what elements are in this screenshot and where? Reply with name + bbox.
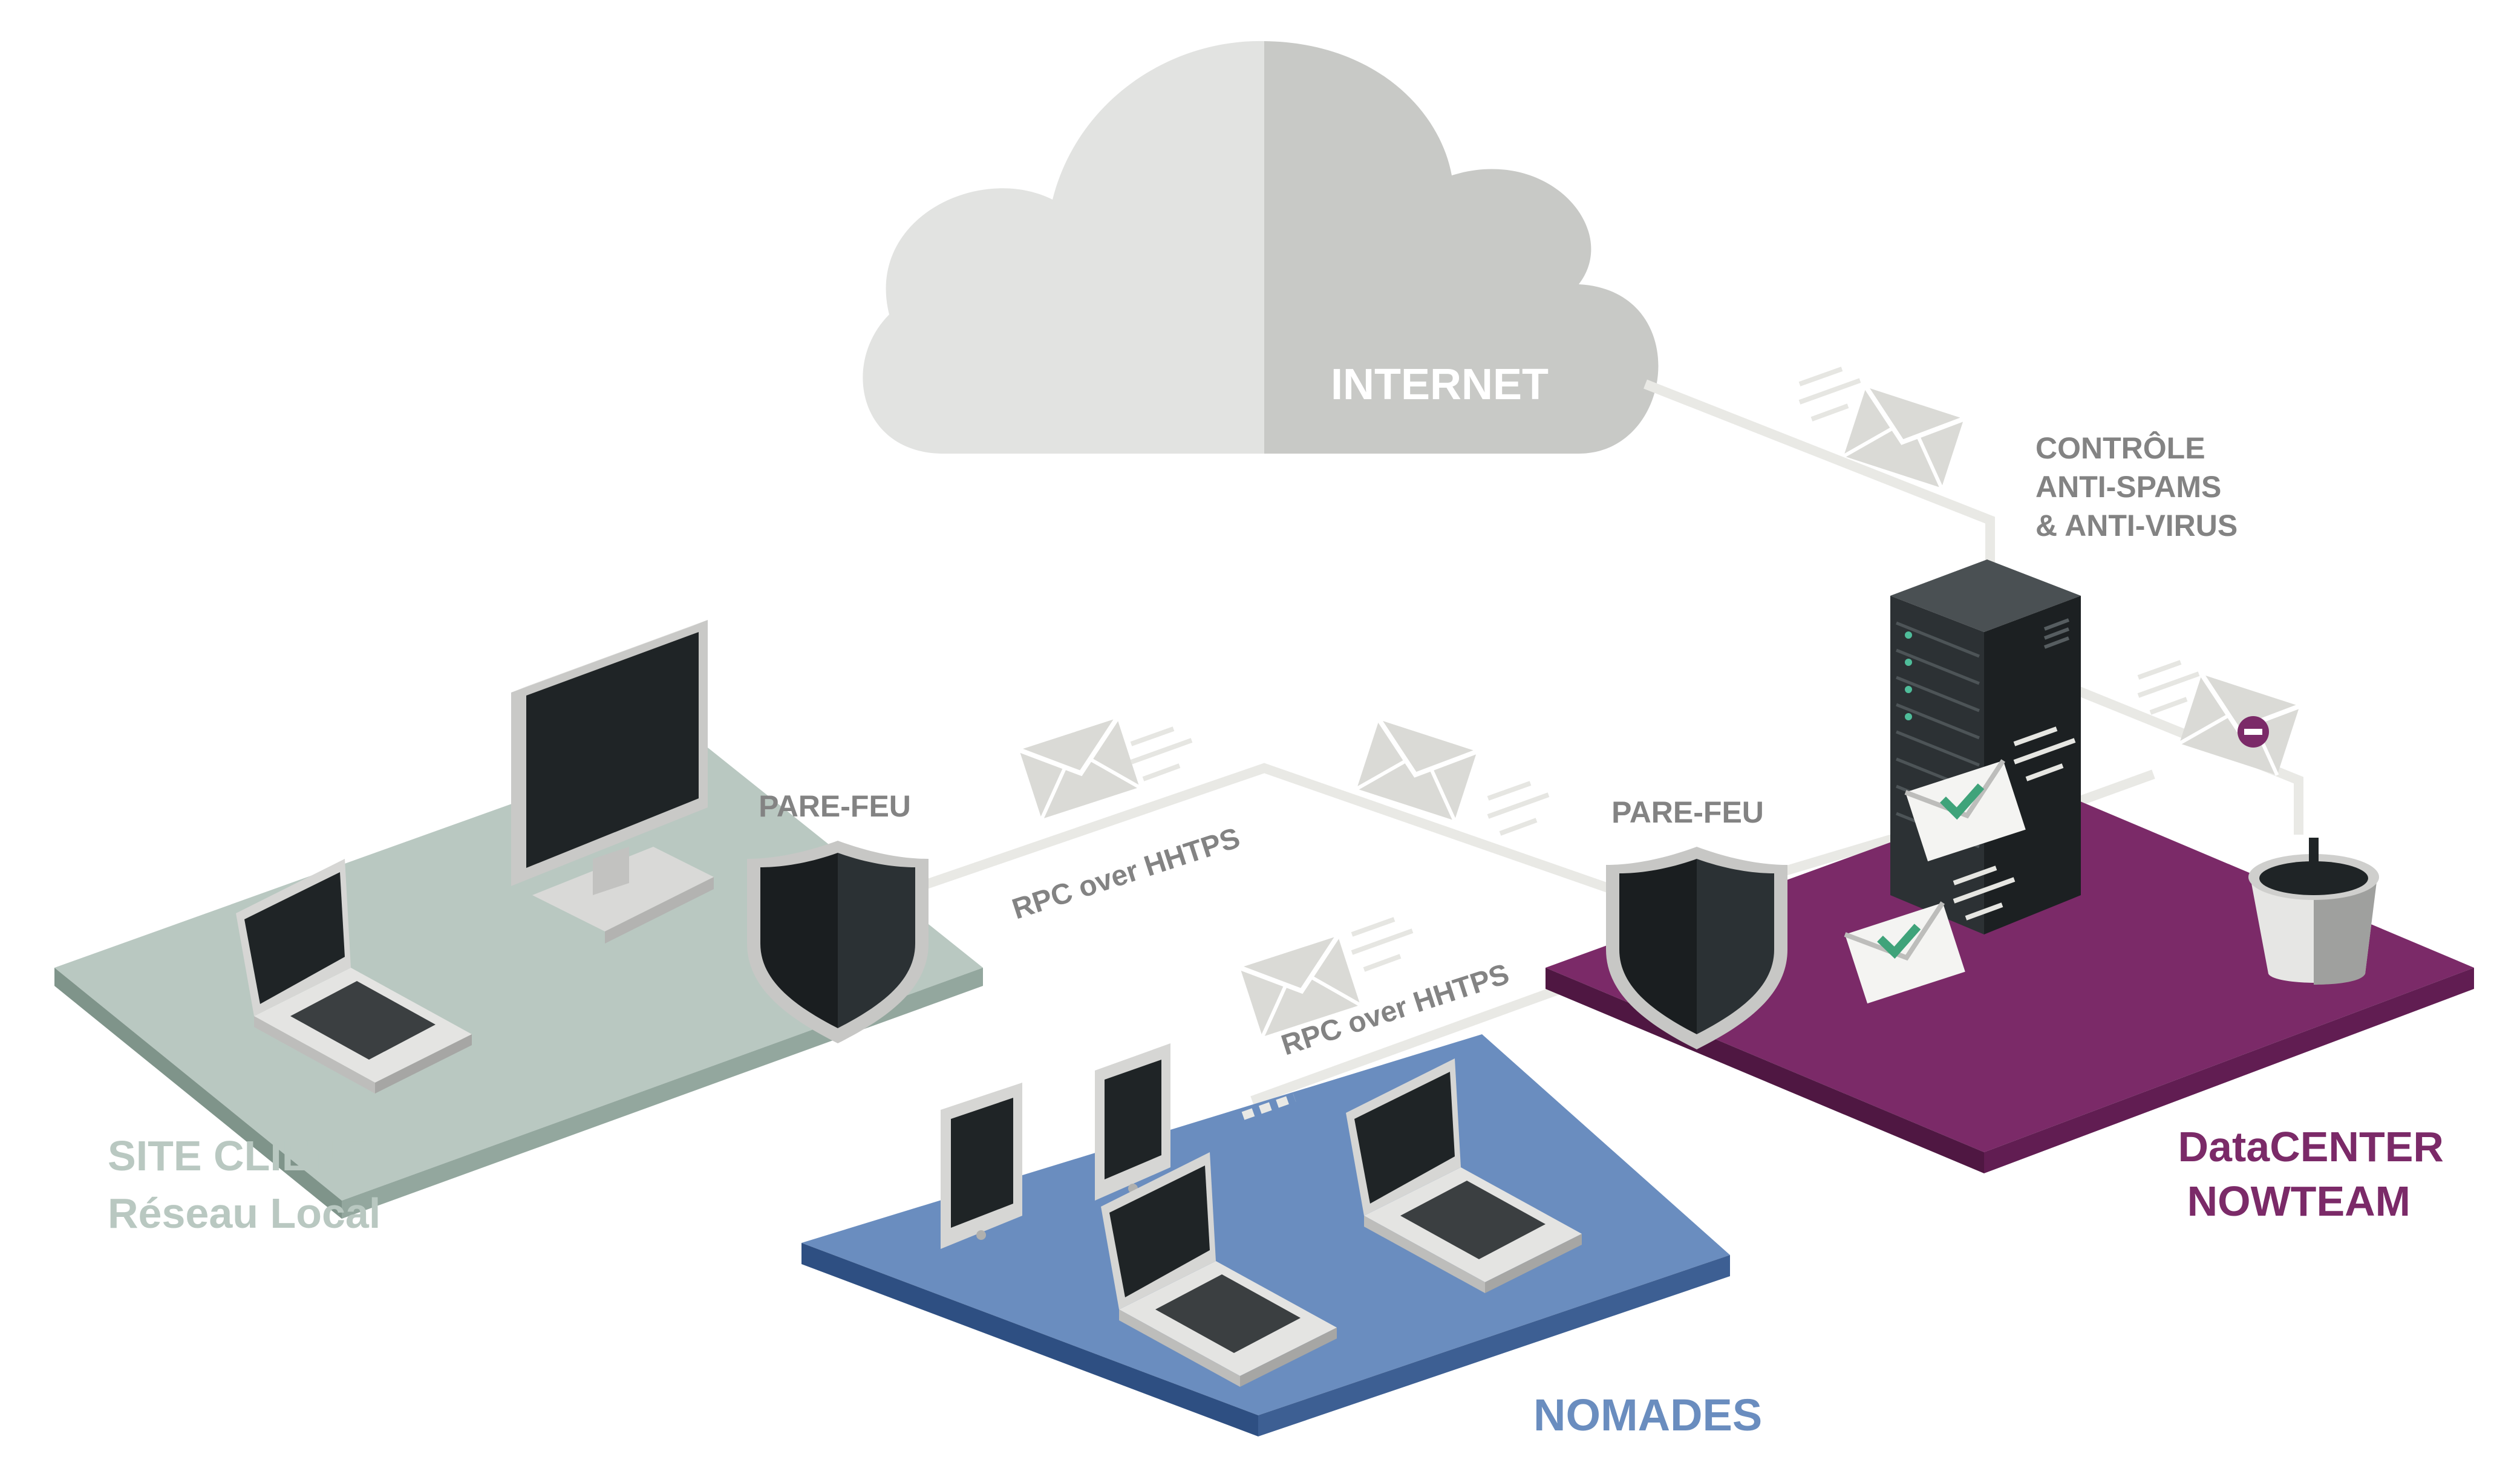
site-client-label-line1: SITE CLIENT: [108, 1132, 367, 1179]
cloud-icon: [863, 41, 1659, 454]
check-icon: [1877, 924, 1921, 959]
dash-marks: [1241, 1094, 1296, 1120]
controle-label-line2: ANTI-SPAMS: [2035, 470, 2221, 504]
datacenter-label-line1: DataCENTER: [2178, 1123, 2444, 1170]
nomades-label: NOMADES: [1533, 1390, 1762, 1440]
trash-icon: [2248, 838, 2379, 985]
tablet-icon: [1095, 1043, 1170, 1201]
datacenter-label-line2: NOWTEAM: [2187, 1178, 2411, 1225]
site-client-label-line2: Réseau Local: [108, 1190, 380, 1237]
check-icon: [1940, 783, 1985, 820]
rpc-top-label: RPC over HHTPS: [1008, 822, 1244, 926]
internet-label: INTERNET: [1331, 360, 1549, 409]
controle-label-line1: CONTRÔLE: [2035, 431, 2205, 465]
controle-label-line3: & ANTI-VIRUS: [2035, 509, 2238, 543]
envelope-icon: [1357, 720, 1549, 833]
tablet-icon: [941, 1083, 1022, 1249]
envelope-icon: [2138, 662, 2300, 775]
envelope-icon: [1904, 729, 2075, 862]
nomades-platform: [801, 1034, 1730, 1436]
parefeu-right-label: PARE-FEU: [1611, 795, 1764, 829]
monitor-icon: [511, 620, 714, 944]
envelope-icon: [1844, 868, 2014, 1004]
parefeu-left-label: PARE-FEU: [759, 789, 911, 823]
envelope-icon: [1800, 369, 1964, 488]
